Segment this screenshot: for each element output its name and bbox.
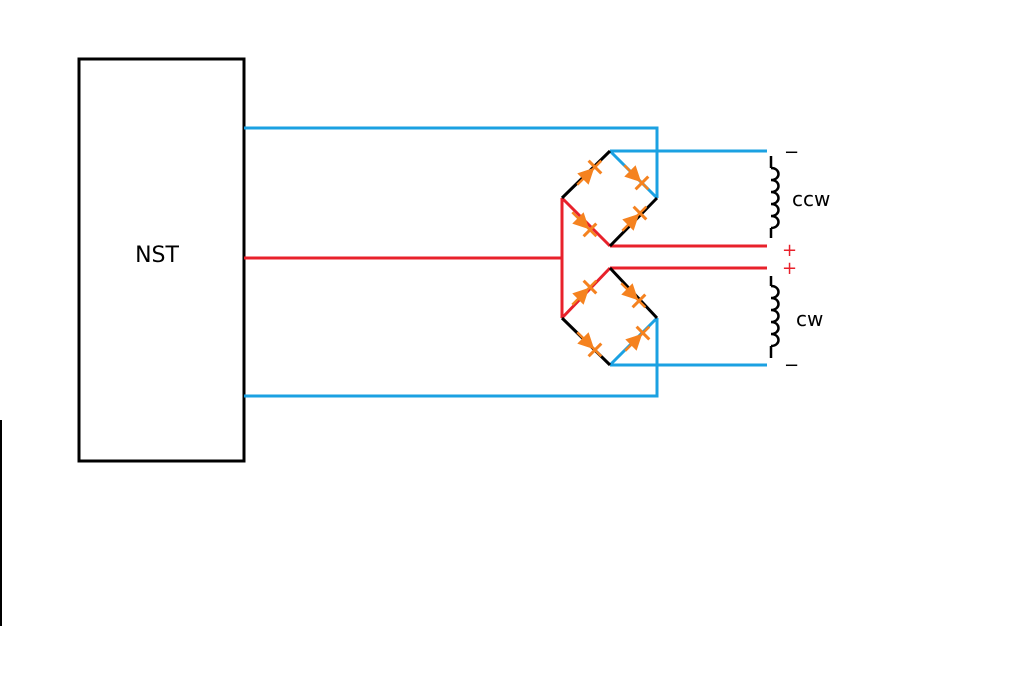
coil-bottom-plus-sign: + <box>782 258 797 279</box>
diode-top-left-lower <box>564 204 605 245</box>
transformer-box <box>77 57 246 463</box>
diode-top-right-lower <box>614 198 655 239</box>
bottom-outer-wire <box>244 316 767 398</box>
coil-top <box>769 156 780 238</box>
transformer-label: NST <box>135 243 179 268</box>
center-wire <box>244 196 767 320</box>
coil-bottom <box>769 276 780 358</box>
coil-bottom-minus-sign: − <box>784 355 799 376</box>
coil-top-plus-sign: + <box>782 240 797 261</box>
bridge-top <box>560 149 659 248</box>
top-outer-wire <box>244 126 767 200</box>
coil-top-label: ccw <box>792 187 830 211</box>
bridge-bottom <box>560 266 659 367</box>
coil-top-minus-sign: − <box>784 142 799 163</box>
coil-bottom-label: cw <box>796 307 823 331</box>
